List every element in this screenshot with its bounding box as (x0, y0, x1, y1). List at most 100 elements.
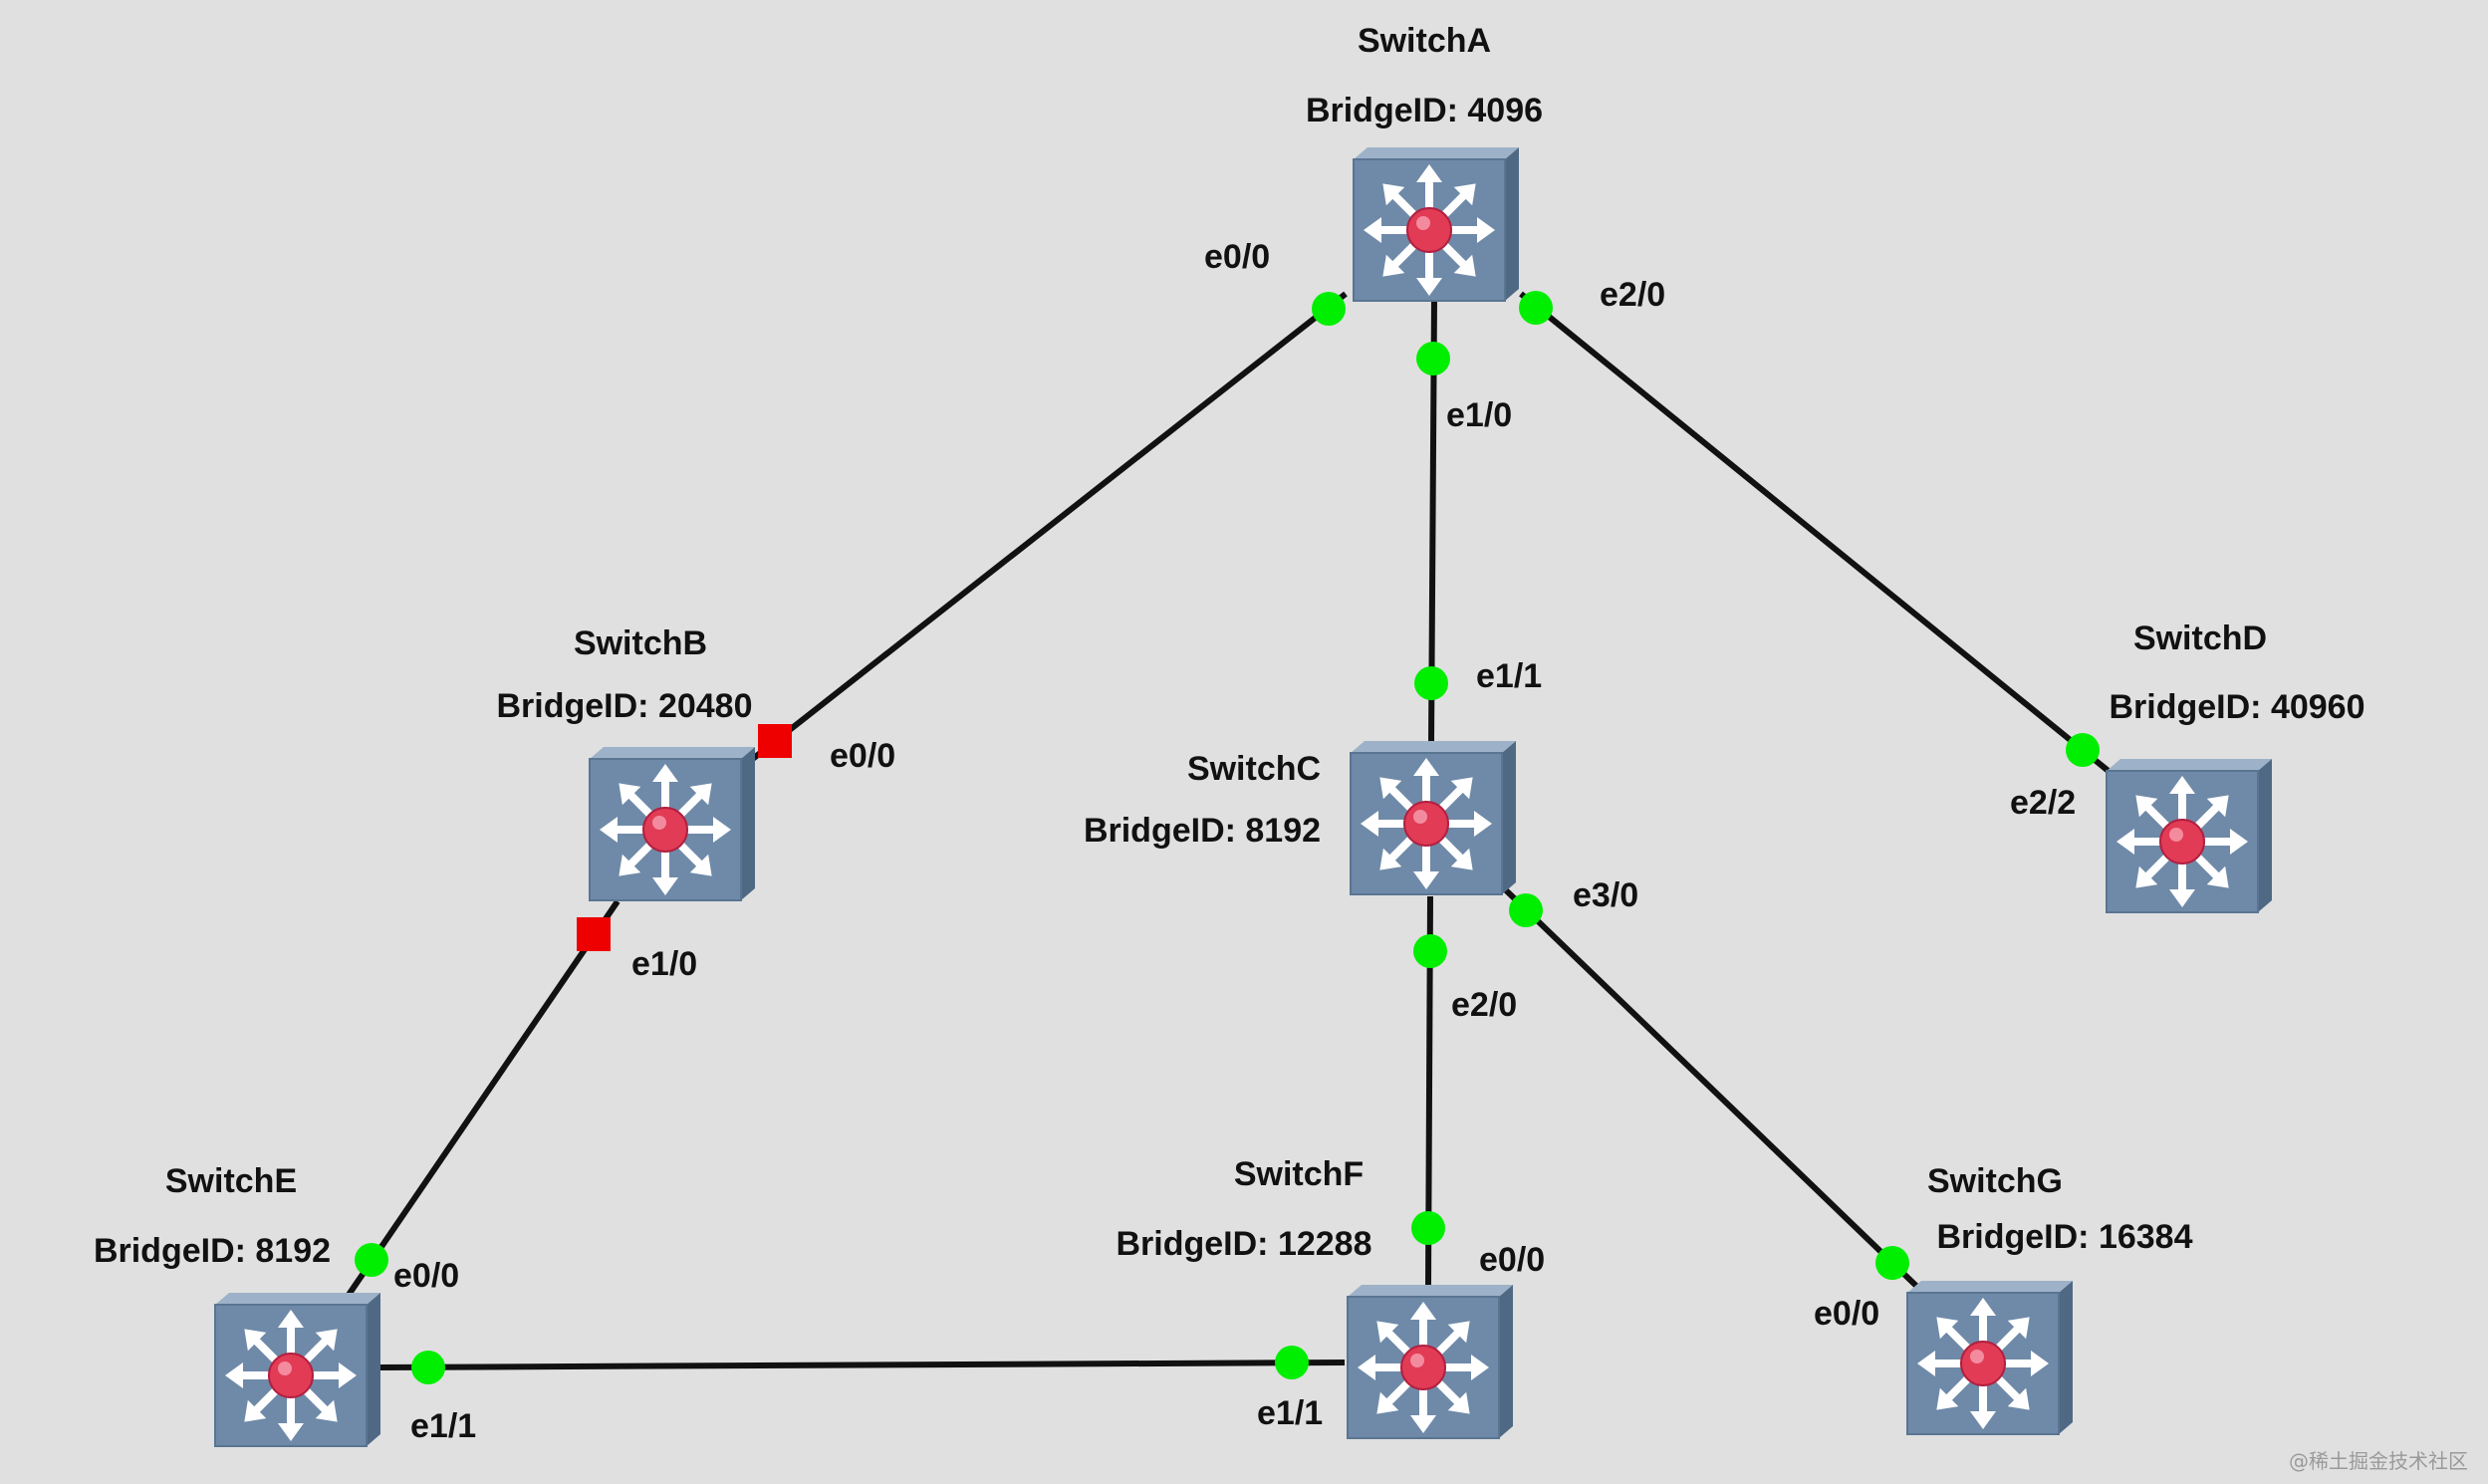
switch-arrow (1441, 1355, 1489, 1380)
switch-arrow (652, 848, 678, 895)
port-label-g-e0-0: e0/0 (1814, 1295, 1880, 1333)
switch-arrow (1410, 1302, 1436, 1350)
switch-center-highlight (652, 816, 666, 830)
link-switch-c-switch-g[interactable] (1501, 885, 1920, 1290)
switch-arrow (1970, 1298, 1996, 1346)
port-label-c-e1-1: e1/1 (1476, 657, 1543, 695)
switch-center-dot (1400, 1345, 1446, 1390)
switch-arrow (683, 817, 731, 843)
switch-b-icon[interactable] (582, 745, 757, 904)
switch-arrow (1438, 239, 1476, 277)
switch-center-dot (642, 807, 688, 853)
switch-center-dot (1403, 801, 1449, 847)
port-label-c-e3-0: e3/0 (1573, 876, 1639, 914)
port-marker-switch-f-e1-1 (1275, 1346, 1309, 1379)
port-label-b-e0-0: e0/0 (830, 737, 896, 775)
switch-b-bridge-id: BridgeID: 20480 (496, 687, 753, 725)
switch-arrow (1432, 1321, 1470, 1359)
switch-arrow (1410, 1385, 1436, 1433)
switch-arrow (300, 1384, 338, 1422)
switch-arrow (1358, 1355, 1405, 1380)
port-marker-switch-e-e1-1 (411, 1351, 445, 1384)
port-marker-switch-c-e3-0 (1509, 893, 1543, 927)
switch-arrow (1435, 833, 1473, 870)
link-switch-a-switch-d[interactable] (1519, 291, 2112, 775)
port-marker-switch-a-e1-0 (1416, 342, 1450, 375)
switch-center-highlight (1416, 216, 1430, 230)
switch-arrow (300, 1329, 338, 1366)
switch-arrow (225, 1362, 273, 1388)
switch-arrow (1447, 217, 1495, 243)
switch-arrow (1382, 183, 1420, 221)
switch-arrow (1435, 777, 1473, 815)
switch-f-name: SwitchF (1233, 1155, 1365, 1193)
switch-top-face (1907, 1281, 2073, 1293)
switch-arrow (1382, 239, 1420, 277)
switch-f-icon[interactable] (1340, 1283, 1515, 1442)
port-label-a-e0-0: e0/0 (1204, 238, 1271, 276)
switch-center-highlight (1413, 810, 1427, 824)
switch-g-bridge-id: BridgeID: 16384 (1936, 1218, 2193, 1256)
switch-arrow (1376, 1376, 1414, 1414)
switch-side-face (741, 747, 755, 900)
link-switch-a-switch-b[interactable] (743, 291, 1348, 768)
link-switch-b-switch-e[interactable] (346, 899, 621, 1297)
port-marker-switch-d-e2-2 (2066, 733, 2100, 767)
switch-center-dot (1960, 1341, 2006, 1386)
switch-g-icon[interactable] (1899, 1279, 2075, 1438)
port-marker-switch-a-e0-0 (1312, 292, 1346, 326)
switch-a-name: SwitchA (1357, 22, 1492, 60)
switch-arrow (1416, 248, 1442, 296)
switch-center-highlight (2169, 828, 2183, 842)
port-marker-switch-f-e0-0 (1411, 1211, 1445, 1245)
switch-arrow (1416, 164, 1442, 212)
switch-side-face (1499, 1285, 1513, 1438)
switch-d-bridge-id: BridgeID: 40960 (2109, 688, 2365, 726)
switch-f-bridge-id: BridgeID: 12288 (1116, 1225, 1372, 1263)
port-label-b-e1-0: e1/0 (631, 945, 698, 983)
switch-e-icon[interactable] (207, 1291, 382, 1450)
switch-center-highlight (278, 1361, 292, 1375)
switch-side-face (2059, 1281, 2073, 1434)
port-label-a-e2-0: e2/0 (1600, 276, 1666, 314)
switch-arrow (652, 764, 678, 812)
switch-side-face (1502, 741, 1516, 894)
switch-e-name: SwitchE (164, 1162, 298, 1200)
switch-arrow (1379, 777, 1417, 815)
switch-top-face (1351, 741, 1516, 753)
switch-arrow (278, 1310, 304, 1358)
port-marker-switch-g-e0-0 (1875, 1246, 1909, 1280)
port-marker-switch-c-e1-1 (1414, 666, 1448, 700)
port-marker-switch-a-e2-0 (1519, 291, 1553, 325)
switch-top-face (590, 747, 755, 759)
switch-top-face (1348, 1285, 1513, 1297)
switch-side-face (2258, 759, 2272, 912)
watermark: @稀土掘金技术社区 (2289, 1449, 2468, 1473)
switch-c-icon[interactable] (1343, 739, 1518, 898)
switch-center-highlight (1410, 1354, 1424, 1367)
switch-d-icon[interactable] (2099, 757, 2274, 916)
switch-arrow (1992, 1317, 2030, 1355)
switch-arrow (674, 783, 712, 821)
switch-arrow (2116, 829, 2164, 855)
switch-arrow (674, 839, 712, 876)
switch-arrow (278, 1393, 304, 1441)
switch-arrow (309, 1362, 357, 1388)
switch-arrow (2200, 829, 2248, 855)
port-label-f-e0-0: e0/0 (1479, 1241, 1546, 1279)
port-marker-switch-e-e0-0 (355, 1243, 388, 1277)
switch-arrow (1413, 758, 1439, 806)
link-switch-e-switch-f[interactable] (375, 1360, 1346, 1370)
switch-arrow (244, 1384, 282, 1422)
switch-g-name: SwitchG (1926, 1162, 2064, 1200)
port-marker-switch-b-e1-0 (577, 917, 611, 951)
switch-a-bridge-id: BridgeID: 4096 (1305, 92, 1544, 129)
switch-top-face (215, 1293, 380, 1305)
switch-c-name: SwitchC (1186, 750, 1322, 788)
switch-a-icon[interactable] (1346, 145, 1521, 305)
switch-arrow (1992, 1372, 2030, 1410)
switch-arrow (2135, 795, 2173, 833)
switch-top-face (2107, 759, 2272, 771)
